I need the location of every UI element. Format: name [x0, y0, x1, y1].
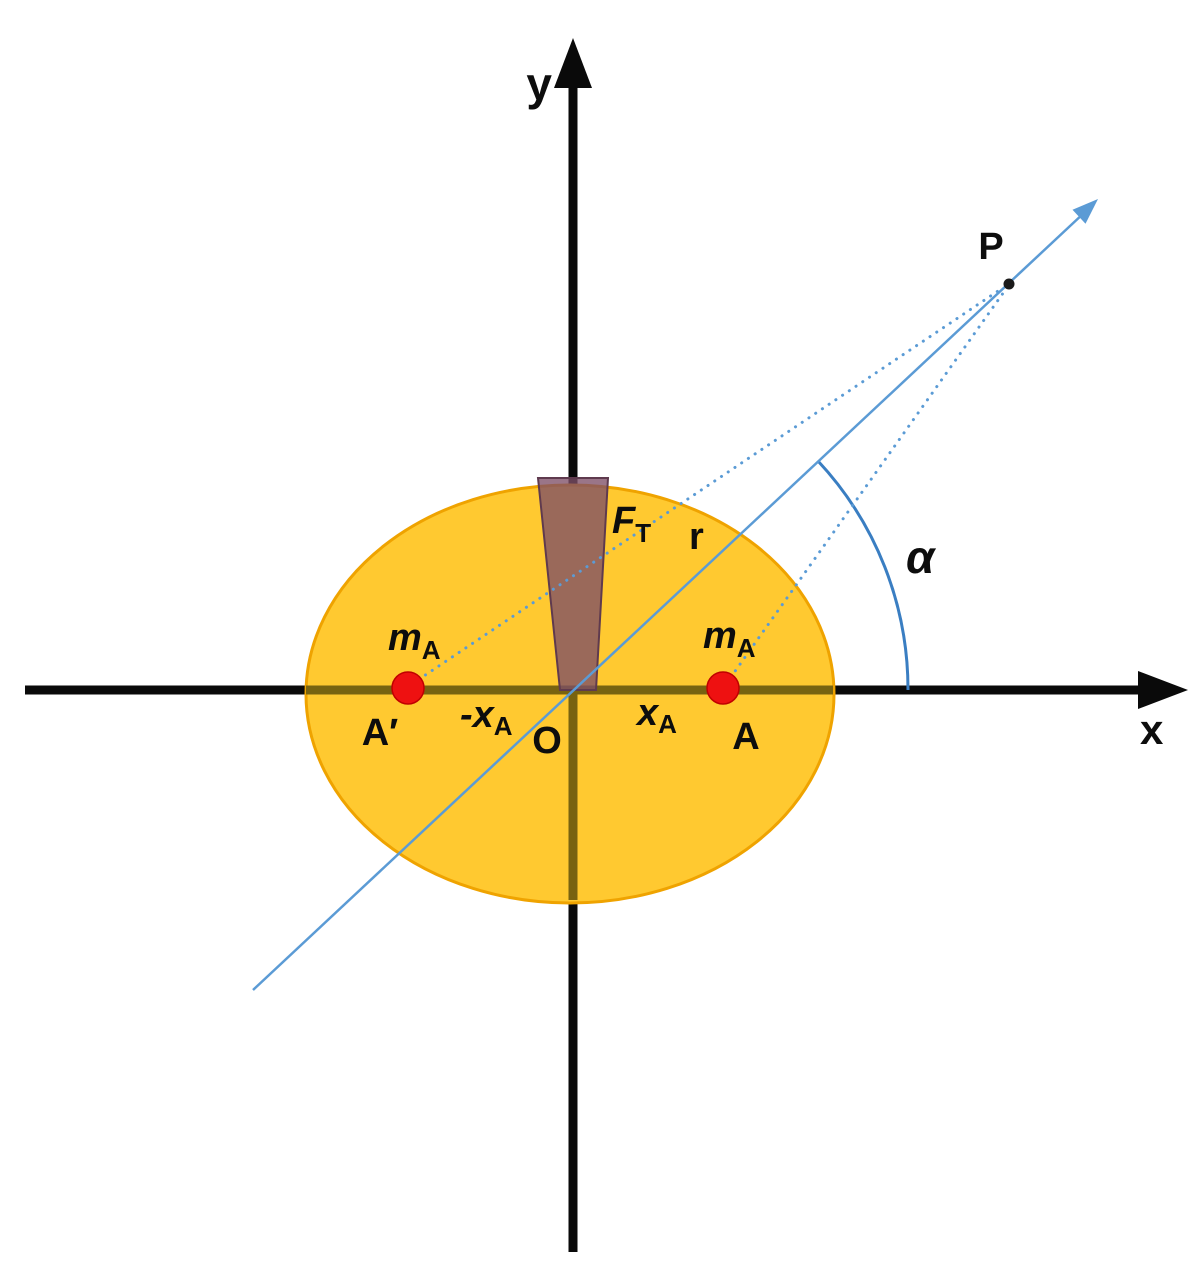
radius-label: r	[689, 516, 704, 558]
force-symbol: F	[612, 500, 637, 542]
radial-line	[252, 199, 1098, 991]
origin-label: O	[532, 720, 562, 762]
point-A-prime-label: A′	[362, 712, 399, 754]
mass-dot-A	[706, 671, 740, 705]
sight-lines	[410, 285, 1008, 686]
mass-left-symbol: m	[388, 617, 422, 659]
angle-alpha-arc	[816, 459, 910, 691]
mass-right-label: mA	[703, 615, 756, 663]
force-subscript: T	[635, 518, 651, 548]
point-A-label: A	[732, 716, 759, 758]
point-P-label: P	[978, 226, 1003, 268]
coord-pos-symbol: x	[635, 692, 660, 734]
coord-neg-symbol: -x	[460, 694, 496, 736]
r-line-arrowhead-icon	[1072, 199, 1098, 224]
coord-neg-subscript: A	[494, 711, 513, 741]
tunnel-wedge	[536, 477, 610, 691]
point-P-dot	[1003, 278, 1015, 290]
r-line	[252, 211, 1086, 991]
mass-right-subscript: A	[737, 633, 756, 663]
dotted-line-Aprime-to-P	[410, 285, 1006, 686]
mass-points	[391, 278, 1015, 705]
mass-right-symbol: m	[703, 615, 737, 657]
mass-left-label: mA	[388, 617, 441, 665]
coord-pos-subscript: A	[658, 709, 677, 739]
dotted-line-A-to-P	[724, 287, 1008, 686]
x-axis-arrowhead-icon	[1138, 671, 1188, 709]
y-axis-label: y	[526, 58, 552, 110]
x-axis-label: x	[1140, 706, 1164, 753]
mass-left-subscript: A	[422, 635, 441, 665]
labels: y x O A′ A mA mA -xA xA FT r P α	[362, 58, 1164, 762]
coord-pos-xA-label: xA	[635, 692, 677, 739]
angle-alpha-label: α	[906, 531, 937, 583]
y-axis-arrowhead-icon	[554, 38, 592, 88]
force-FT-label: FT	[612, 500, 651, 548]
mass-dot-A-prime	[391, 671, 425, 705]
coord-neg-xA-label: -xA	[460, 694, 513, 741]
